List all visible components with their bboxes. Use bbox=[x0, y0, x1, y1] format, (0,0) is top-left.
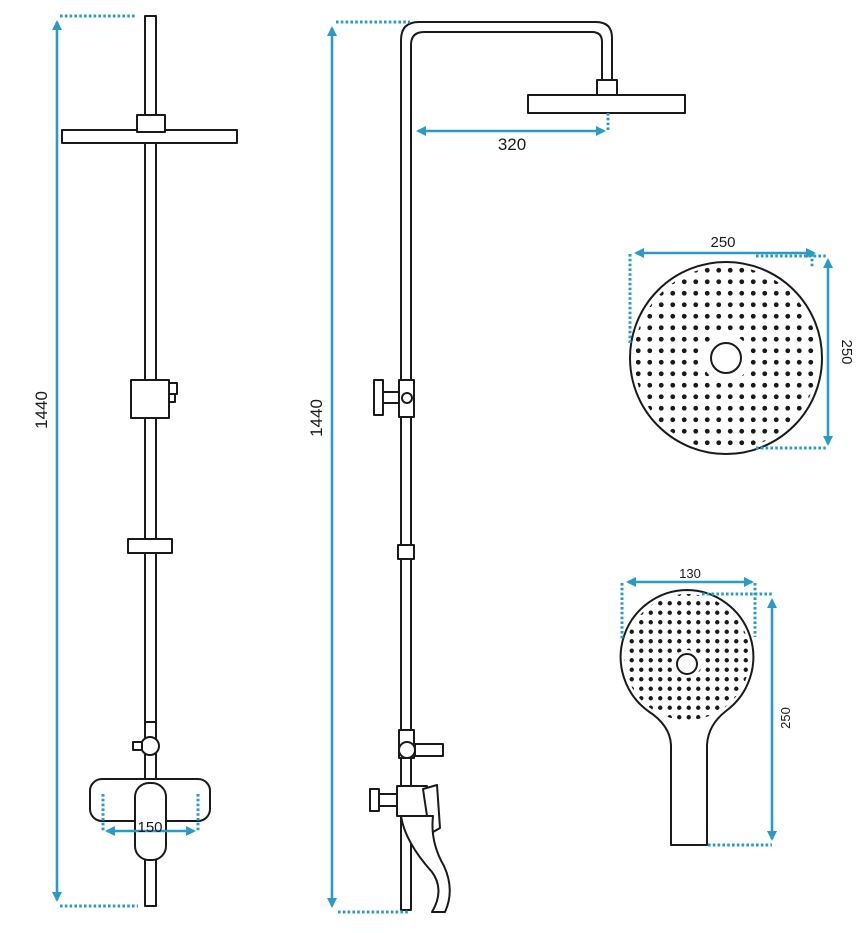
side-height-label: 1440 bbox=[307, 399, 326, 437]
front-diverter-block bbox=[130, 379, 170, 419]
side-diverter-knob bbox=[373, 379, 384, 416]
side-collar bbox=[397, 544, 415, 560]
mixer-spacing-label: 150 bbox=[137, 819, 162, 836]
front-view: 1440 150 bbox=[32, 14, 238, 908]
rain-head-width-label: 250 bbox=[710, 234, 735, 251]
front-height-label: 1440 bbox=[32, 391, 51, 429]
rain-head-top-view: 250 250 bbox=[628, 234, 855, 455]
front-slider-clamp bbox=[127, 538, 173, 554]
rain-head-center-cap bbox=[710, 342, 742, 374]
front-mixer-handle bbox=[134, 782, 167, 861]
side-overhead-arm bbox=[400, 21, 613, 911]
side-rain-head bbox=[527, 94, 686, 114]
rain-head-depth-label: 250 bbox=[838, 339, 855, 364]
front-rain-head-connector bbox=[136, 114, 166, 133]
side-head-connector bbox=[596, 79, 618, 97]
front-diverter-knob-lower bbox=[168, 393, 176, 403]
front-diverter-knob bbox=[168, 382, 178, 395]
hand-shower-view: 130 250 bbox=[619, 566, 793, 847]
front-valve-nub bbox=[132, 741, 143, 751]
front-valve-knob bbox=[140, 736, 160, 756]
hand-shower-length-label: 250 bbox=[778, 707, 793, 729]
side-bath-spout bbox=[400, 815, 451, 913]
side-mixer-body bbox=[396, 785, 428, 817]
side-mixer-cap bbox=[369, 788, 380, 812]
side-diverter-button bbox=[401, 392, 413, 404]
hand-shower-center-cap bbox=[676, 653, 698, 675]
side-view: 1440 320 bbox=[307, 20, 686, 914]
side-valve-knob bbox=[398, 741, 416, 759]
overhead-reach-label: 320 bbox=[498, 135, 526, 154]
front-rail-pipe bbox=[144, 15, 157, 907]
side-mixer-lever bbox=[422, 784, 441, 833]
hand-shower-width-label: 130 bbox=[679, 566, 701, 581]
side-valve-arm bbox=[414, 743, 444, 757]
